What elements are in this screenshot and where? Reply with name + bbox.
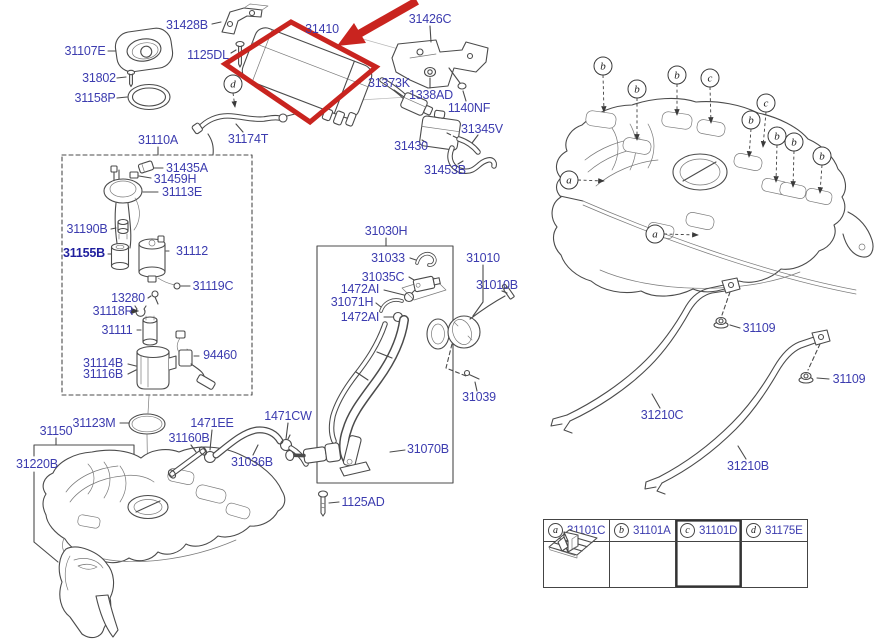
part-label-31030H: 31030H — [364, 224, 408, 238]
part-label-31123M: 31123M — [72, 416, 116, 430]
pad-icon-c — [548, 529, 741, 587]
part-label-31155B: 31155B — [63, 246, 105, 260]
part-label-31150: 31150 — [39, 424, 73, 438]
legend-cell-c: c 31101D — [548, 520, 741, 587]
part-label-31459H: 31459H — [153, 172, 197, 186]
pad-icon-b — [552, 532, 675, 587]
part-label-1471EE: 1471EE — [190, 416, 234, 430]
part-label-31119C: 31119C — [192, 279, 234, 293]
part-label-1125AD: 1125AD — [341, 495, 385, 509]
part-label-31453B: 31453B — [424, 163, 466, 177]
seal-pad-drawing — [107, 27, 174, 111]
part-label-31345V: 31345V — [461, 122, 503, 136]
legend-key-d: d — [746, 523, 761, 538]
part-label-31160B: 31160B — [168, 431, 210, 445]
tank-marker-5: c — [756, 93, 776, 113]
legend-part-c: 31101D — [699, 524, 738, 537]
part-label-13280: 13280 — [111, 291, 145, 305]
legend-key-b: b — [614, 523, 629, 538]
right-tank-drawing — [551, 74, 874, 297]
part-label-31111: 31111 — [101, 323, 133, 337]
valve-area-drawing — [379, 25, 497, 174]
legend-cell-b: b 31101A — [552, 520, 675, 587]
part-label-31190B: 31190B — [66, 222, 108, 236]
tank-marker-11: a — [645, 224, 665, 244]
part-label-31435A: 31435A — [166, 161, 208, 175]
legend-cell-d: d 31175E — [557, 520, 807, 587]
tank-marker-8: b — [784, 132, 804, 152]
part-label-31071H: 31071H — [330, 295, 374, 309]
highlight-arrow-icon — [337, 23, 366, 46]
part-label-1472AI-1: 1472AI — [340, 282, 380, 296]
part-label-31114B: 31114B — [82, 356, 124, 370]
tank-marker-9: b — [812, 146, 832, 166]
part-label-31110A: 31110A — [137, 133, 179, 147]
part-label-31109-2: 31109 — [832, 372, 866, 386]
part-label-31430: 31430 — [394, 139, 428, 153]
part-label-31373K: 31373K — [368, 76, 410, 90]
marker-d: d — [223, 74, 243, 94]
filler-pipe-drawing — [285, 237, 515, 517]
part-label-31113E: 31113E — [161, 185, 203, 199]
part-label-94460: 94460 — [203, 348, 237, 362]
part-label-31426C: 31426C — [408, 12, 452, 26]
fastener-legend-table: a 31101C b 31101A c 31101D — [543, 519, 808, 588]
part-label-1140NF: 1140NF — [447, 101, 491, 115]
tank-marker-10: a — [559, 170, 579, 190]
legend-part-b: 31101A — [633, 524, 671, 537]
part-label-31039: 31039 — [462, 390, 496, 404]
part-label-31033: 31033 — [371, 251, 405, 265]
tank-marker-3: b — [667, 65, 687, 85]
part-label-1472AI-2: 1472AI — [340, 310, 380, 324]
tank-marker-6: b — [741, 110, 761, 130]
strap-drawing — [550, 277, 831, 495]
tank-marker-4: c — [700, 68, 720, 88]
part-label-31035C: 31035C — [361, 270, 405, 284]
tank-marker-1: b — [593, 56, 613, 76]
highlight-box — [220, 0, 419, 126]
part-label-31802: 31802 — [82, 71, 116, 85]
part-label-31210B: 31210B — [727, 459, 769, 473]
legend-key-a: a — [548, 523, 563, 538]
part-label-31010: 31010 — [466, 251, 500, 265]
tank-marker-2: b — [627, 79, 647, 99]
part-label-31036B: 31036B — [231, 455, 273, 469]
part-label-31109-1: 31109 — [742, 321, 776, 335]
part-label-31220B: 31220B — [16, 457, 58, 471]
part-label-31410: 31410 — [305, 22, 339, 36]
part-label-31428B: 31428B — [166, 18, 208, 32]
clip-icon-d — [557, 531, 807, 587]
pump-module-drawing — [61, 146, 253, 396]
part-label-1471CW: 1471CW — [264, 409, 312, 423]
legend-key-c: c — [680, 523, 695, 538]
part-label-31107E: 31107E — [64, 44, 106, 58]
part-label-1125DL: 1125DL — [187, 48, 229, 62]
part-label-31210C: 31210C — [640, 408, 684, 422]
part-label-31118R: 31118R — [92, 304, 134, 318]
part-label-31116B: 31116B — [82, 367, 124, 381]
part-label-31112: 31112 — [176, 244, 208, 258]
part-label-31158P: 31158P — [74, 91, 116, 105]
left-tank-drawing — [33, 395, 309, 639]
part-label-31174T: 31174T — [227, 132, 269, 146]
part-label-31070B: 31070B — [407, 442, 449, 456]
part-label-31010B: 31010B — [476, 278, 518, 292]
part-label-1338AD: 1338AD — [409, 88, 453, 102]
legend-part-d: 31175E — [765, 524, 803, 537]
